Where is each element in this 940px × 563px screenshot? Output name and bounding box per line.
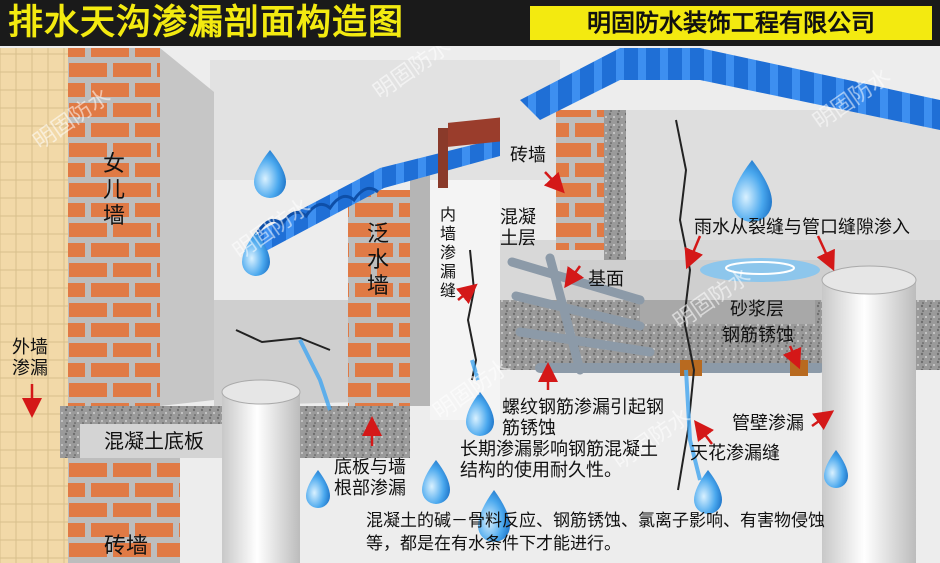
mortar-layer bbox=[640, 300, 815, 324]
pipe-icon bbox=[221, 265, 917, 563]
label-base: 基面 bbox=[588, 269, 624, 290]
rust-spot bbox=[790, 360, 808, 376]
label-flashing-wall: 泛水墙 bbox=[366, 222, 389, 299]
lower-brick-wall bbox=[68, 458, 180, 563]
flashing-wall bbox=[348, 190, 410, 406]
label-pipe-wall-leak: 管壁渗漏 bbox=[732, 413, 804, 434]
label-concrete-layer: 混凝土层 bbox=[500, 207, 536, 249]
roof-sheet-right bbox=[520, 48, 940, 130]
exterior-tile-wall bbox=[0, 48, 70, 563]
label-inner-wall-leak: 内墙渗漏缝 bbox=[439, 205, 456, 300]
label-ceiling-leak: 天花渗漏缝 bbox=[690, 443, 780, 464]
label-floor-slab: 混凝土底板 bbox=[104, 429, 204, 453]
label-rebar-leak: 螺纹钢筋渗漏引起钢筋锈蚀 bbox=[502, 397, 664, 439]
caption: 混凝土的碱－骨料反应、钢筋锈蚀、氯离子影响、有害物侵蚀等，都是在有水条件下才能进… bbox=[366, 511, 825, 554]
label-outer-wall-leak: 外墙渗漏 bbox=[12, 337, 48, 379]
brick-wall-right bbox=[556, 110, 604, 250]
label-brick-wall-bottom: 砖墙 bbox=[104, 534, 149, 559]
water-drop-icon bbox=[242, 150, 848, 542]
label-brick-wall-top: 砖墙 bbox=[510, 145, 546, 166]
label-long-term: 长期渗漏影响钢筋混凝土结构的使用耐久性。 bbox=[460, 439, 658, 481]
water-stream bbox=[298, 339, 702, 481]
label-rebar-rust: 钢筋锈蚀 bbox=[722, 325, 794, 346]
rust-spot bbox=[680, 360, 702, 376]
label-mortar-layer: 砂浆层 bbox=[730, 299, 784, 320]
arrow-icon bbox=[22, 171, 835, 446]
company-name: 明固防水装饰工程有限公司 bbox=[530, 6, 932, 40]
label-parapet: 女儿墙 bbox=[102, 152, 125, 229]
water-puddle bbox=[700, 258, 820, 282]
title-bar: 排水天沟渗漏剖面构造图 明固防水装饰工程有限公司 bbox=[0, 0, 940, 46]
parapet-wall bbox=[68, 48, 160, 406]
page-title: 排水天沟渗漏剖面构造图 bbox=[8, 3, 405, 43]
label-slab-wall-root-leak: 底板与墙根部渗漏 bbox=[334, 457, 406, 499]
label-rain-entry: 雨水从裂缝与管口缝隙渗入 bbox=[694, 217, 910, 238]
